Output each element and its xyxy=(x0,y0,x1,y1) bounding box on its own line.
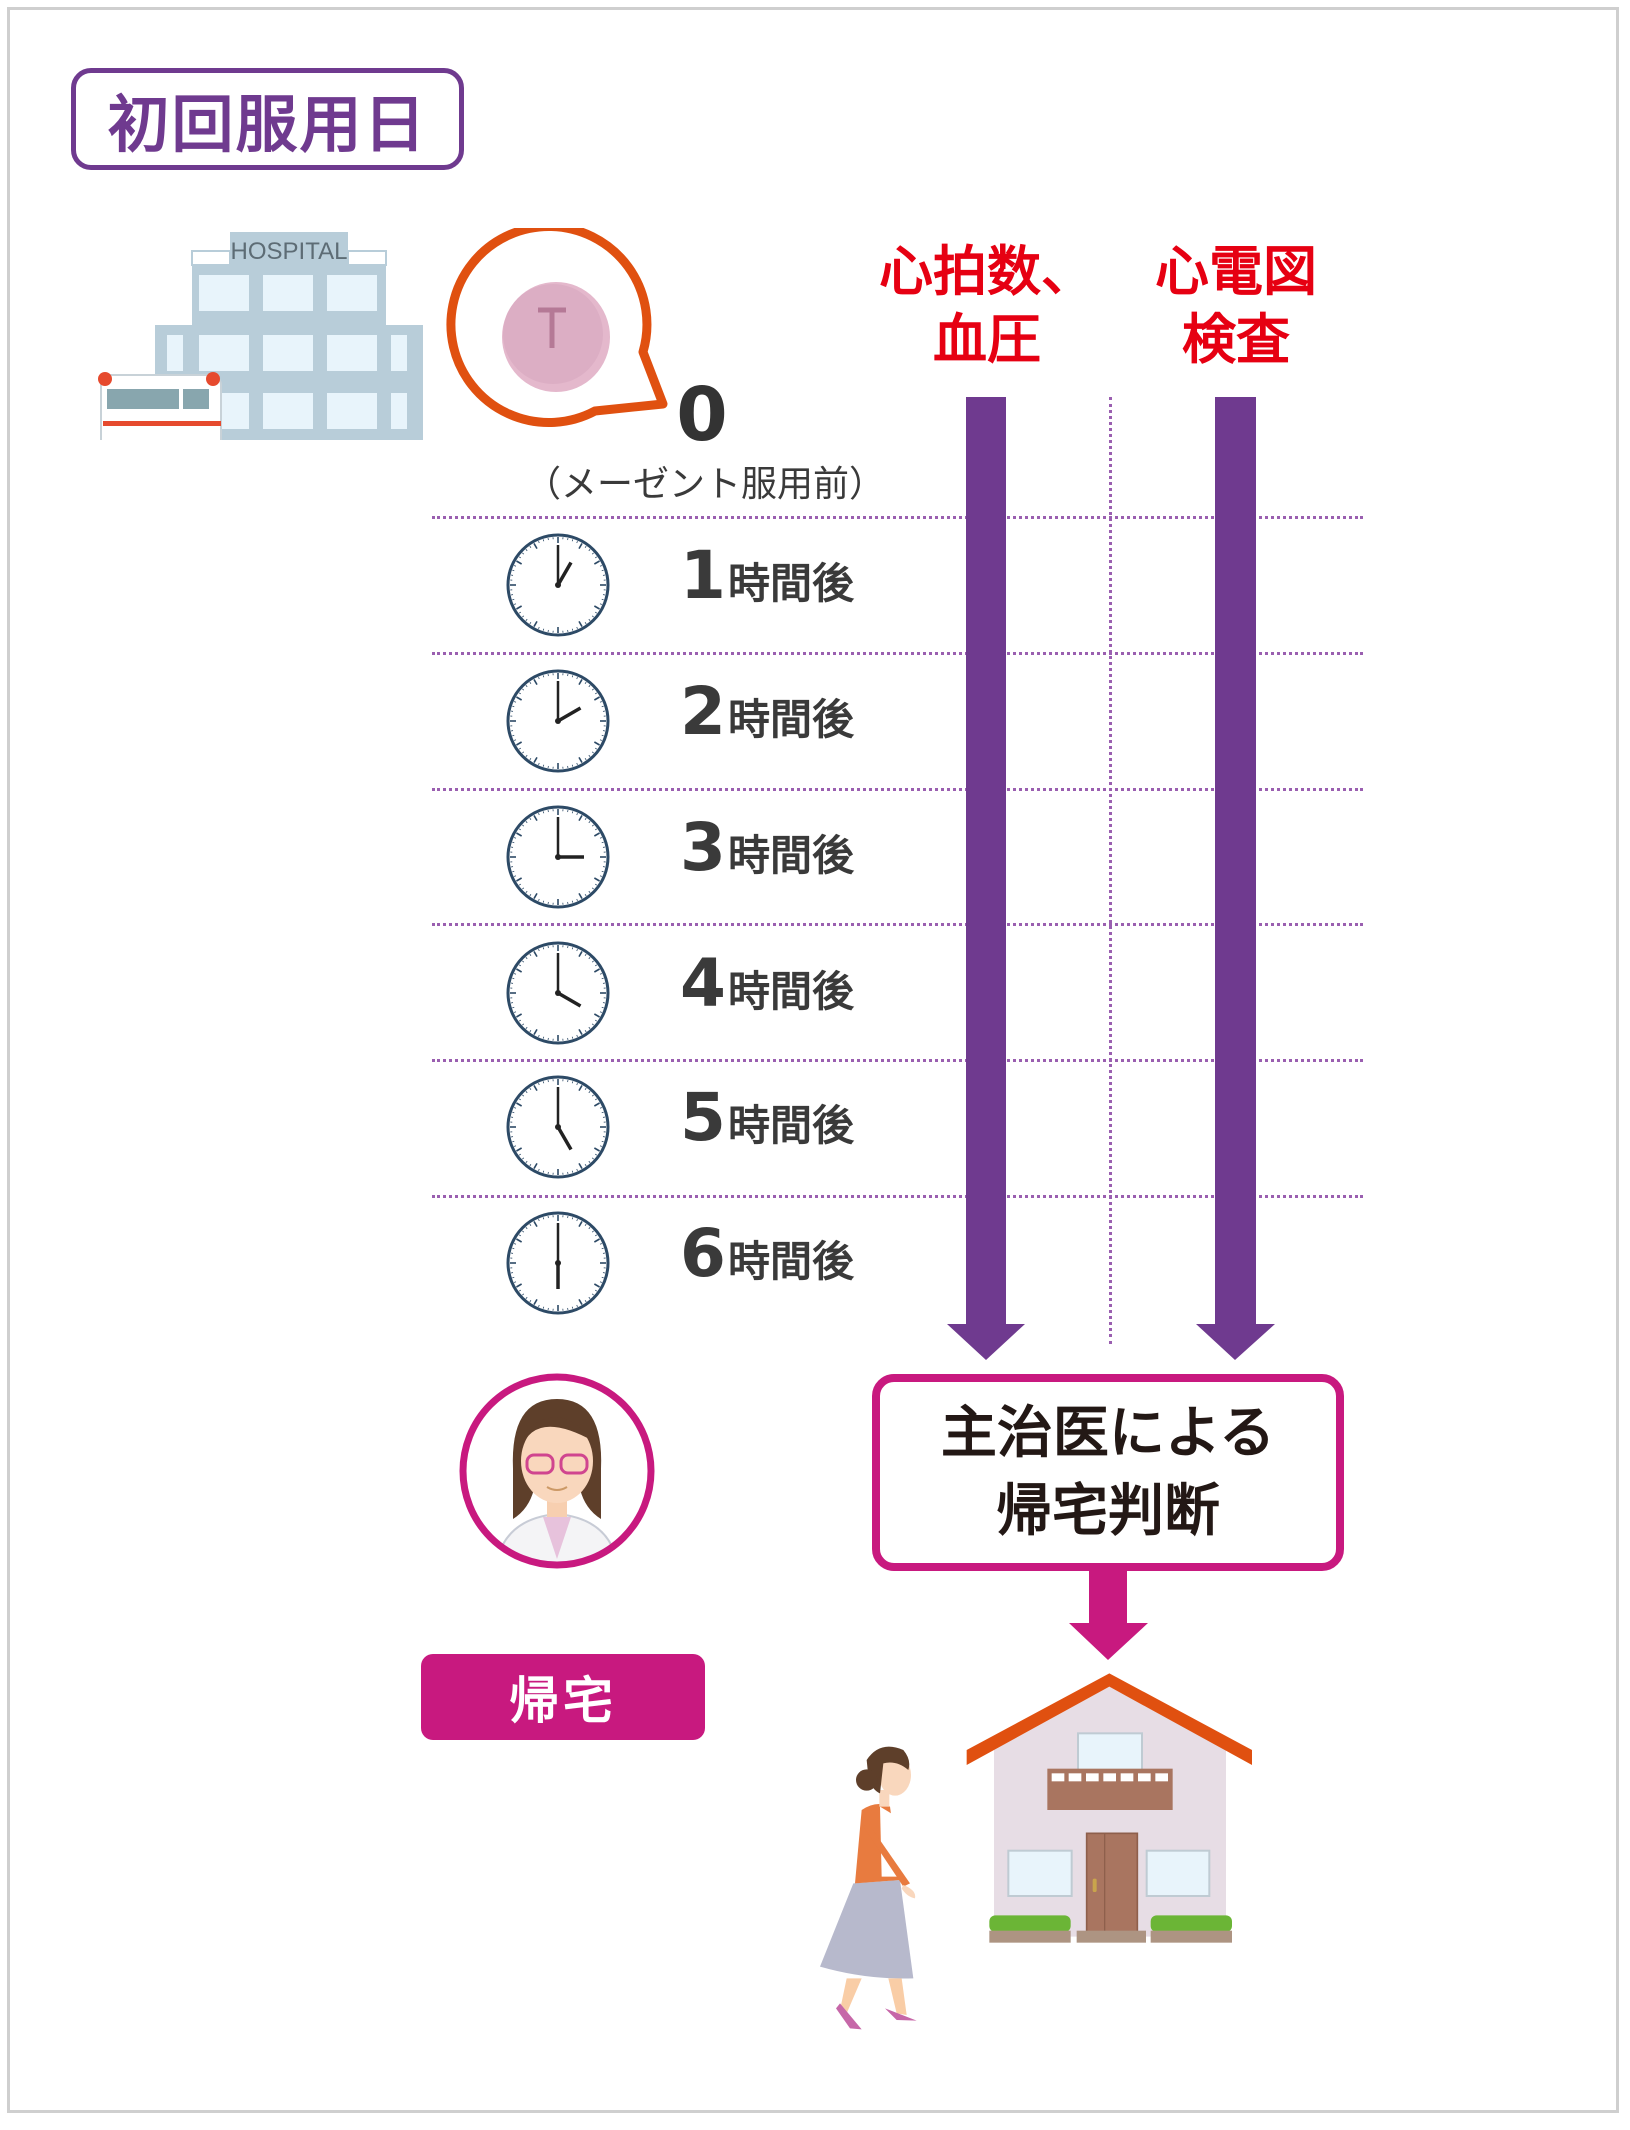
clock-icon xyxy=(506,941,610,1045)
measurement-ecg: 心電図 検査 xyxy=(1086,238,1386,374)
go-home-label: 帰宅 xyxy=(509,1672,617,1730)
hour-hand xyxy=(556,1126,573,1151)
measurement-label-line2: 血圧 xyxy=(933,308,1041,371)
clock-icon xyxy=(506,669,610,773)
dose-time: 0 xyxy=(676,372,728,458)
time-divider xyxy=(432,788,1363,791)
clock-icon xyxy=(506,1211,610,1315)
time-number: 6 xyxy=(680,1215,726,1292)
dose-note: （メーゼント服用前） xyxy=(524,464,885,505)
go-home-badge: 帰宅 xyxy=(421,1654,705,1740)
time-divider xyxy=(432,1195,1363,1198)
time-number: 4 xyxy=(680,945,726,1022)
time-unit: 時間後 xyxy=(727,831,854,880)
measurement-label-line1: 心電図 xyxy=(1155,240,1317,303)
measurement-label-line1: 心拍数、 xyxy=(879,240,1095,303)
decision-line2: 帰宅判断 xyxy=(996,1478,1220,1544)
frame-border xyxy=(7,7,1619,2113)
measurement-heart-rate-bp: 心拍数、 血圧 xyxy=(837,238,1137,374)
hospital-sign: HOSPITAL xyxy=(231,238,348,265)
time-unit: 時間後 xyxy=(727,1237,854,1286)
time-number: 5 xyxy=(680,1079,726,1156)
house-illustration xyxy=(966,1673,1252,1943)
page-title-text: 初回服用日 xyxy=(107,88,428,161)
column-divider xyxy=(1109,397,1112,1344)
hour-hand xyxy=(557,706,582,723)
time-number: 2 xyxy=(680,673,726,750)
clock-icon xyxy=(506,533,610,637)
hour-hand xyxy=(557,991,582,1008)
clock-icon xyxy=(506,805,610,909)
house-and-woman-illustration xyxy=(820,1673,1252,2030)
clock-icon xyxy=(506,1075,610,1179)
pill-speech-bubble xyxy=(446,228,668,427)
time-divider xyxy=(432,652,1363,655)
measurement-label-line2: 検査 xyxy=(1182,308,1290,371)
hospital-illustration: HOSPITAL xyxy=(98,232,423,440)
time-divider xyxy=(432,516,1363,519)
time-unit: 時間後 xyxy=(727,967,854,1016)
hour-hand xyxy=(556,561,573,586)
doctor-decision-box: 主治医による 帰宅判断 xyxy=(872,1374,1344,1571)
woman-illustration xyxy=(820,1746,917,2030)
time-divider xyxy=(432,923,1363,926)
time-unit: 時間後 xyxy=(727,1101,854,1150)
time-divider xyxy=(432,1059,1363,1062)
decision-line1: 主治医による xyxy=(940,1400,1276,1466)
time-unit: 時間後 xyxy=(727,695,854,744)
arrow-down-icon xyxy=(1069,1571,1148,1660)
page-title: 初回服用日 xyxy=(71,68,464,170)
time-number: 3 xyxy=(680,809,726,886)
doctor-avatar xyxy=(459,1373,655,1569)
time-number: 1 xyxy=(680,537,726,614)
time-unit: 時間後 xyxy=(727,559,854,608)
